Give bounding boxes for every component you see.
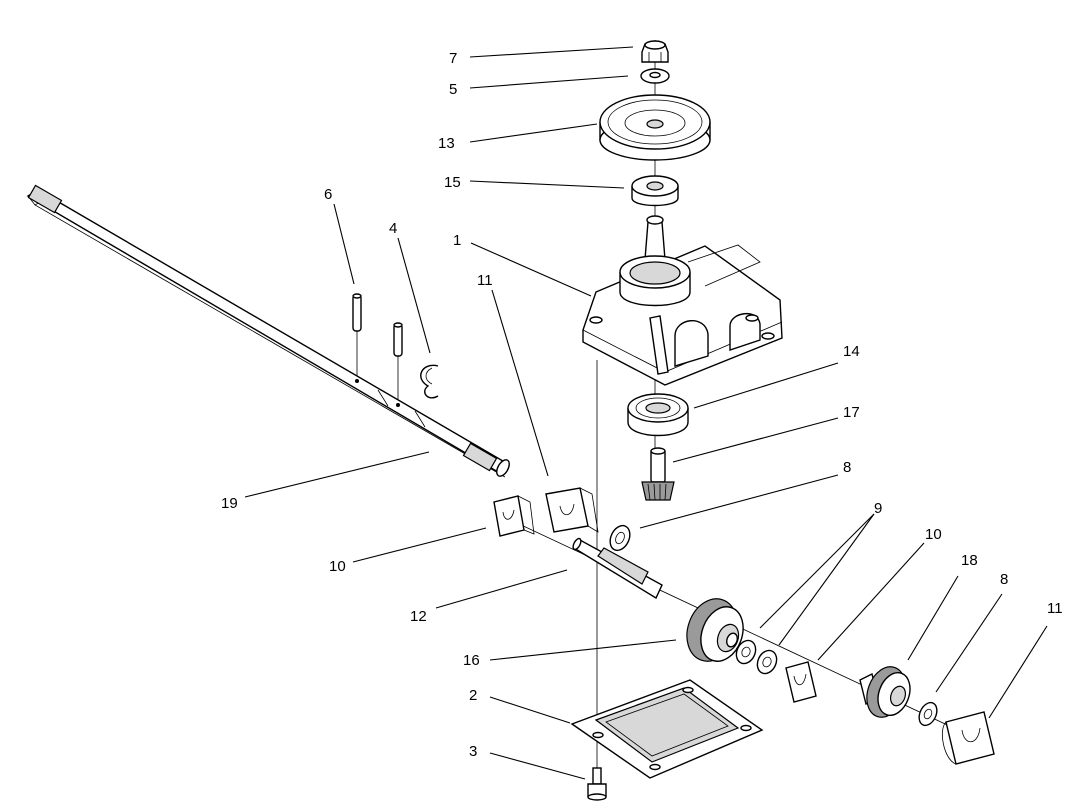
callout-14: 14 <box>843 343 860 360</box>
part-8-washer-upper <box>609 524 631 552</box>
part-4-roll-pin <box>393 322 403 357</box>
part-6-roll-pin <box>352 293 362 332</box>
part-11-bushing-right <box>942 711 995 765</box>
callout-3: 3 <box>469 743 477 760</box>
callout-11-left: 11 <box>477 272 493 289</box>
callout-5: 5 <box>449 81 457 98</box>
callout-labels: 7 5 13 15 6 4 1 11 14 17 8 19 9 10 18 8 … <box>221 50 1063 760</box>
part-19-drive-shaft <box>26 184 510 478</box>
part-7-nut <box>641 40 669 63</box>
callout-10-middle: 10 <box>925 526 942 543</box>
callout-8-upper: 8 <box>843 459 851 476</box>
callout-12: 12 <box>410 608 427 625</box>
part-10-bushing-left <box>493 495 535 537</box>
callout-16: 16 <box>463 652 480 669</box>
part-3-bolt <box>587 767 607 801</box>
callout-13: 13 <box>438 135 455 152</box>
part-2-cover-plate <box>570 679 764 779</box>
callout-7: 7 <box>449 50 457 67</box>
callout-8-lower: 8 <box>1000 571 1008 588</box>
callout-15: 15 <box>444 174 461 191</box>
part-15-bushing <box>631 175 679 207</box>
callout-11-right: 11 <box>1047 600 1063 617</box>
callout-9: 9 <box>874 500 882 517</box>
part-1-gear-housing <box>582 215 783 386</box>
callout-17: 17 <box>843 404 860 421</box>
callout-6: 6 <box>324 186 332 203</box>
callout-2: 2 <box>469 687 477 704</box>
part-18-gear <box>859 666 911 718</box>
part-17-pinion-gear <box>641 447 675 501</box>
part-5-washer <box>640 68 670 84</box>
callout-4: 4 <box>389 220 397 237</box>
part-9-washer-a <box>735 639 757 665</box>
part-4-e-clip <box>420 364 439 399</box>
part-11-bushing-left <box>545 487 599 533</box>
callout-10-left: 10 <box>329 558 346 575</box>
leader-lines <box>244 46 1048 780</box>
part-8-washer-lower <box>918 701 938 727</box>
part-14-bearing <box>627 393 689 437</box>
part-9-washer-b <box>756 649 778 675</box>
callout-1: 1 <box>453 232 461 249</box>
part-12-axle <box>572 537 663 600</box>
part-13-pulley <box>599 94 711 161</box>
part-10-bushing-middle <box>785 661 817 703</box>
callout-19: 19 <box>221 495 238 512</box>
callout-18: 18 <box>961 552 978 569</box>
part-16-large-gear <box>686 598 744 662</box>
